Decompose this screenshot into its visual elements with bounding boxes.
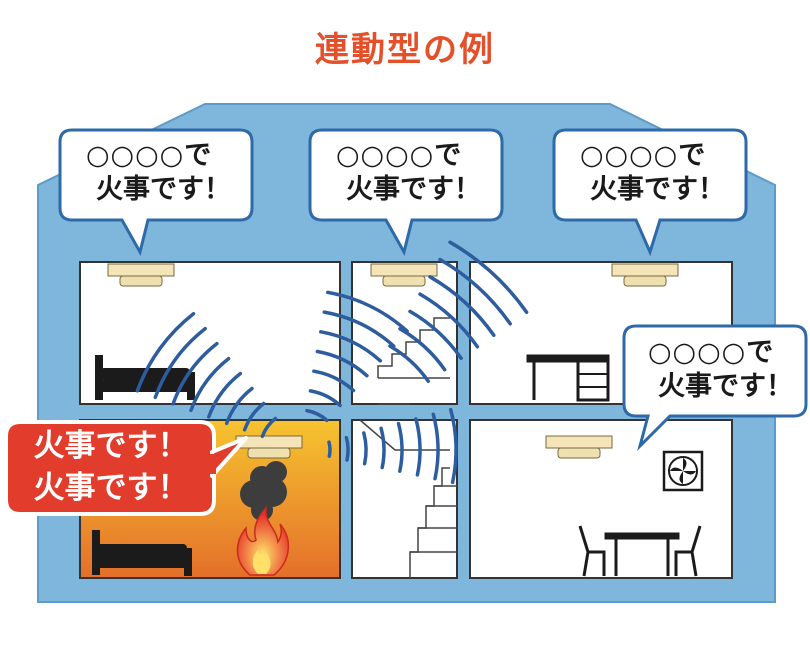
- alarm-line-2: 火事です！: [33, 469, 189, 506]
- signal-wave-arc: [362, 431, 368, 466]
- signal-wave-arc: [224, 386, 254, 426]
- signal-wave-arc: [135, 311, 196, 393]
- bubble-line-2: 火事です！: [590, 173, 725, 205]
- signal-wave-arc: [448, 407, 458, 485]
- alarm-text: 火事です！ 火事です！: [14, 426, 208, 510]
- bed-icon: [92, 530, 192, 576]
- signal-wave-arc: [438, 257, 512, 326]
- bubble-line-2: 火事です！: [658, 370, 793, 402]
- detector-lower-right: [545, 435, 613, 459]
- flame-icon: [236, 505, 289, 576]
- speech-bubble-text: ○○○○で 火事です！: [648, 336, 793, 404]
- staircase: [359, 317, 457, 578]
- signal-wave-arc: [414, 417, 422, 477]
- signal-wave-arc: [431, 412, 440, 481]
- signal-wave-arc: [344, 435, 350, 462]
- signal-wave-arc: [428, 275, 496, 338]
- signal-wave-arc: [308, 389, 342, 408]
- signal-wave-arc: [315, 349, 369, 378]
- room-lower-middle: [351, 419, 458, 579]
- page-title: 連動型の例: [315, 30, 495, 70]
- signal-wave-arc: [448, 240, 529, 315]
- bubble-line-1: ○○○○で: [86, 140, 213, 171]
- speech-bubble-text: ○○○○で 火事です！: [580, 139, 725, 207]
- speech-bubble-text: ○○○○で 火事です！: [336, 139, 481, 207]
- signal-wave-arc: [379, 426, 386, 470]
- desk-icon: [526, 354, 610, 402]
- signal-wave-arc: [189, 356, 231, 413]
- bubble-line-2: 火事です！: [346, 173, 481, 205]
- speech-bubble-upper-middle: [308, 128, 504, 257]
- speech-bubble-text: ○○○○で 火事です！: [86, 139, 231, 207]
- bubble-line-1: ○○○○で: [336, 140, 463, 171]
- alarm-bubble: [4, 420, 248, 516]
- speech-bubble-upper-left: [58, 128, 254, 257]
- smoke-icon: [240, 461, 287, 521]
- fan-icon: [662, 450, 704, 492]
- signal-wave-arc: [418, 292, 480, 349]
- signal-wave-arc: [207, 371, 243, 419]
- signal-waves: [135, 240, 529, 485]
- signal-wave-arc: [153, 326, 207, 400]
- signal-wave-arc: [327, 440, 332, 458]
- speech-bubble-lower-right: [622, 324, 808, 452]
- signal-wave-arc: [260, 416, 278, 439]
- signal-wave-arc: [388, 344, 431, 383]
- detector-upper-left: [107, 263, 175, 287]
- alarm-line-1: 火事です！: [33, 428, 189, 464]
- signal-wave-arc: [305, 408, 329, 423]
- detector-upper-middle: [370, 263, 438, 287]
- signal-wave-arc: [326, 290, 409, 333]
- bubble-line-1: ○○○○で: [580, 140, 707, 171]
- bubble-line-2: 火事です！: [96, 173, 231, 205]
- detector-upper-right: [611, 263, 679, 287]
- signal-wave-arc: [312, 369, 356, 393]
- signal-wave-arc: [171, 341, 219, 406]
- signal-wave-arc: [322, 310, 396, 348]
- signal-wave-arc: [396, 421, 404, 473]
- signal-wave-arc: [242, 401, 266, 432]
- signal-wave-arc: [319, 330, 383, 363]
- speech-bubble-upper-right: [552, 128, 748, 257]
- signal-wave-arc: [398, 327, 447, 372]
- signal-wave-arc: [408, 309, 463, 360]
- table-chairs-icon: [578, 525, 702, 577]
- bubble-line-1: ○○○○で: [648, 337, 775, 368]
